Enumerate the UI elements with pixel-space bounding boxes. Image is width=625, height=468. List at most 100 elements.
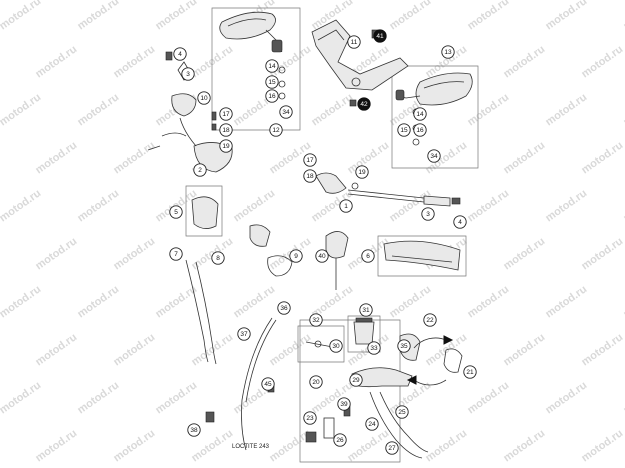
callout-circle — [277, 301, 291, 315]
watermark-text: motod.ru — [543, 91, 589, 128]
callout-circle — [453, 215, 467, 229]
watermark-text: motod.ru — [501, 427, 547, 464]
callout-number: 16 — [416, 127, 424, 134]
callout-circle — [413, 123, 427, 137]
callout-19a: 19 — [219, 139, 233, 153]
watermark-text: motod.ru — [33, 235, 79, 272]
callout-number: 17 — [306, 157, 314, 164]
callout-circle — [309, 375, 323, 389]
callout-number: 20 — [312, 379, 320, 386]
callout-35: 35 — [397, 339, 411, 353]
watermark-text: motod.ru — [387, 0, 433, 32]
lever-assembly — [299, 319, 463, 463]
right-grip — [377, 235, 467, 277]
callout-circle — [289, 249, 303, 263]
callout-27: 27 — [385, 441, 399, 455]
callout-33: 33 — [367, 341, 381, 355]
watermark-text: motod.ru — [465, 91, 511, 128]
watermark-text: motod.ru — [501, 331, 547, 368]
callout-number: 42 — [360, 101, 368, 108]
watermark-text: motod.ru — [231, 283, 277, 320]
watermark-text: motod.ru — [33, 139, 79, 176]
watermark-text: motod.ru — [75, 187, 121, 224]
callout-circle — [361, 249, 375, 263]
watermark-text: motod.ru — [465, 379, 511, 416]
callout-39: 39 — [337, 397, 351, 411]
watermark-text: motod.ru — [33, 427, 79, 464]
watermark-text: motod.ru — [543, 0, 589, 32]
callout-37: 37 — [237, 327, 251, 341]
callout-5: 5 — [169, 205, 183, 219]
callout-number: 11 — [351, 39, 358, 46]
watermark-text: motod.ru — [153, 283, 199, 320]
watermark-text: motod.ru — [345, 427, 391, 464]
watermark-text: motod.ru — [579, 331, 625, 368]
callout-circle — [169, 205, 183, 219]
callout-18b: 18 — [303, 169, 317, 183]
callout-circle — [181, 67, 195, 81]
callout-circle — [397, 339, 411, 353]
callout-15a: 15 — [265, 75, 279, 89]
callout-circle — [193, 163, 207, 177]
callout-34b: 34 — [427, 149, 441, 163]
callout-circle — [303, 153, 317, 167]
callout-32: 32 — [309, 313, 323, 327]
watermark-text: motod.ru — [579, 427, 625, 464]
callout-30: 30 — [329, 339, 343, 353]
callout-circle — [441, 45, 455, 59]
watermark-text: motod.ru — [111, 139, 157, 176]
callout-circle — [315, 249, 329, 263]
callout-circle — [333, 433, 347, 447]
callout-17a: 17 — [219, 107, 233, 121]
callout-18a: 18 — [219, 123, 233, 137]
callout-6: 6 — [361, 249, 375, 263]
callout-16a: 16 — [265, 89, 279, 103]
callout-24: 24 — [365, 417, 379, 431]
callout-circle — [395, 405, 409, 419]
watermark-text: motod.ru — [33, 331, 79, 368]
callout-circle — [339, 199, 353, 213]
callout-number: 34 — [430, 153, 438, 160]
callout-9: 9 — [289, 249, 303, 263]
watermark-text: motod.ru — [309, 91, 355, 128]
watermark-text: motod.ru — [111, 427, 157, 464]
watermark-text: motod.ru — [621, 379, 625, 416]
callout-number: 3 — [426, 211, 430, 218]
callout-number: 37 — [240, 331, 248, 338]
callout-circle — [357, 97, 371, 111]
watermark-text: motod.ru — [501, 139, 547, 176]
watermark-text: motod.ru — [423, 427, 469, 464]
callout-number: 7 — [174, 251, 178, 258]
callout-circle — [421, 207, 435, 221]
callout-circle — [211, 251, 225, 265]
callout-circle — [187, 423, 201, 437]
watermark-text: motod.ru — [267, 331, 313, 368]
loctite-note-text: LOCTITE 243 — [232, 444, 270, 450]
callout-number: 15 — [268, 79, 276, 86]
watermark-text: motod.ru — [111, 331, 157, 368]
callout-number: 34 — [282, 109, 290, 116]
callout-circle — [219, 107, 233, 121]
watermark-text: motod.ru — [501, 235, 547, 272]
callout-4b: 4 — [453, 215, 467, 229]
callout-23: 23 — [303, 411, 317, 425]
callout-17b: 17 — [303, 153, 317, 167]
callout-circle — [349, 373, 363, 387]
watermark-text: motod.ru — [465, 187, 511, 224]
right-switch — [249, 224, 349, 290]
callout-31: 31 — [359, 303, 373, 317]
callout-2: 2 — [193, 163, 207, 177]
right-mirror-group — [391, 65, 479, 169]
callout-number: 24 — [368, 421, 376, 428]
callout-number: 12 — [272, 127, 280, 134]
callout-circle — [309, 313, 323, 327]
callout-19b: 19 — [355, 165, 369, 179]
callout-circle — [219, 123, 233, 137]
callout-number: 2 — [198, 167, 202, 174]
watermark-text: motod.ru — [0, 379, 43, 416]
callout-number: 18 — [306, 173, 314, 180]
callout-11: 11 — [347, 35, 361, 49]
callout-circle — [463, 365, 477, 379]
callout-41: 41 — [373, 29, 387, 43]
